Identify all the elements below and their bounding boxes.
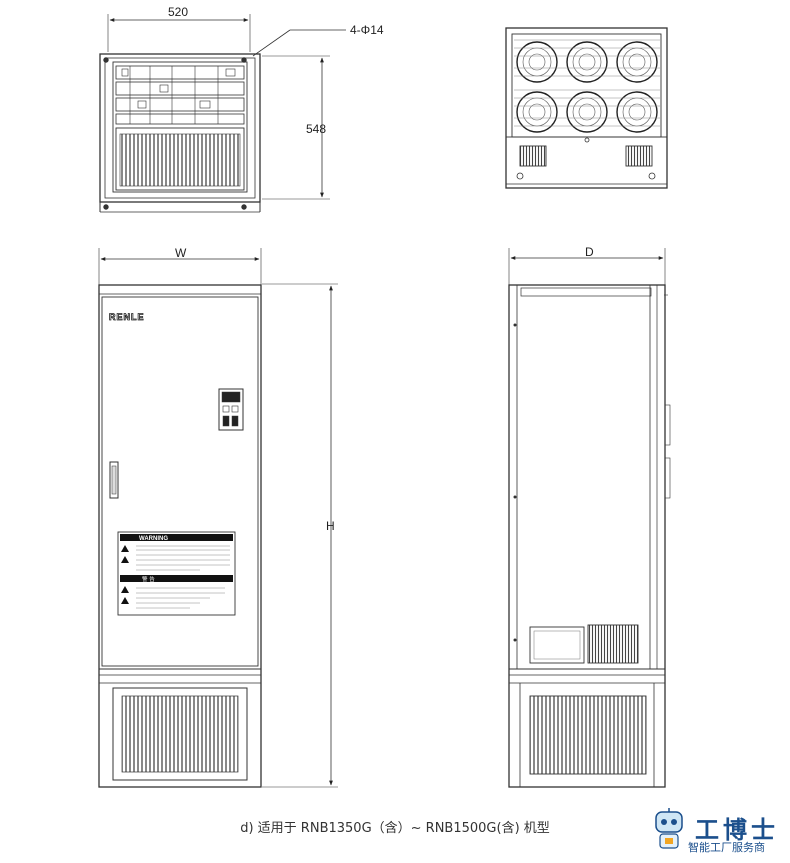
watermark-title: 工博士 [695,815,779,844]
dim-top-depth: 548 [306,122,326,136]
warning-label-cn-header: 警 告 [142,575,155,583]
dim-side-depth: D [585,245,594,259]
top-view [99,14,346,213]
warning-label-header: WARNING [139,536,168,542]
dim-height: H [326,519,335,533]
figure-caption: d) 适用于 RNB1350G（含）~ RNB1500G(含) 机型 [240,821,550,836]
warning-triangle-icon [121,545,129,604]
brand-logo: RENLE [109,312,145,322]
fan-icon [516,41,658,133]
dim-top-width: 520 [168,5,188,19]
side-view [508,248,671,788]
watermark-subtitle: 智能工厂服务商 [688,841,765,854]
robot-mascot-icon [655,808,683,849]
dim-hole-callout: 4-Φ14 [350,23,384,37]
bottom-view [505,27,668,189]
watermark: 工博士 智能工厂服务商 [650,806,790,858]
front-view [98,248,338,788]
dim-front-width: W [175,246,187,260]
